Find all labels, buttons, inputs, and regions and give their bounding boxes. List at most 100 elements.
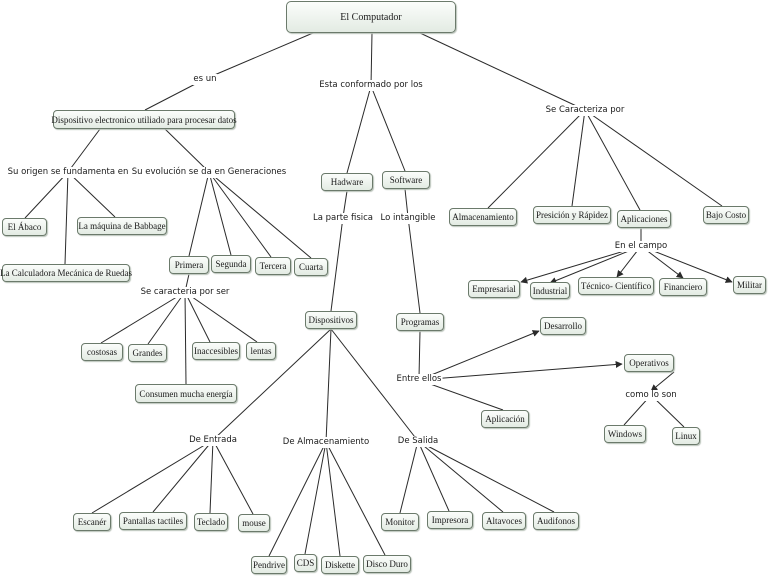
node-inaccesibles[interactable]: Inaccesibles [192, 342, 240, 360]
label-es-un: es un [192, 74, 218, 85]
label-entre-ellos: Entre ellos [395, 374, 443, 385]
node-diskette[interactable]: Diskette [321, 556, 359, 574]
label-se-caracteriza: Se Caracteriza por [544, 105, 626, 116]
connector-line-25 [418, 330, 421, 379]
connector-line-37 [268, 441, 327, 557]
connector-line-0 [204, 29, 321, 80]
connector-line-41 [330, 328, 419, 442]
label-de-almacenamiento: De Almacenamiento [281, 437, 371, 448]
connector-line-23 [404, 188, 409, 218]
node-audifonos[interactable]: Audifonos [533, 512, 579, 530]
connector-line-8 [67, 171, 116, 218]
connector-line-31 [212, 328, 332, 441]
connector-line-5 [419, 32, 586, 111]
label-intangible: Lo intangible [379, 213, 437, 224]
node-mouse[interactable]: mouse [238, 514, 270, 532]
arrow-line-0 [418, 330, 540, 381]
connector-line-39 [325, 441, 341, 557]
node-primera[interactable]: Primera [169, 256, 209, 274]
connector-line-33 [152, 439, 214, 513]
connector-line-9 [64, 171, 69, 265]
node-aplicaciones[interactable]: Aplicaciones [617, 210, 671, 228]
node-hardware[interactable]: Hadware [321, 173, 373, 191]
node-presicion-rapidez[interactable]: Presición y Rápidez [533, 206, 611, 224]
label-conformado-por: Esta conformado por los [318, 80, 424, 91]
connector-line-42 [399, 440, 419, 514]
node-el-abaco[interactable]: El Ábaco [2, 218, 47, 236]
node-costosas[interactable]: costosas [81, 343, 123, 361]
node-calculadora-mecanica[interactable]: La Calculadora Mecánica de Ruedas [0, 264, 132, 282]
connector-line-46 [418, 379, 504, 411]
node-tecnico-cientifico[interactable]: Técnico- Científico [578, 277, 654, 295]
node-empresarial[interactable]: Empresarial [468, 280, 520, 298]
node-windows[interactable]: Windows [604, 425, 646, 443]
node-monitor[interactable]: Monitor [381, 513, 419, 531]
connector-line-28 [584, 109, 641, 211]
node-financiero[interactable]: Financiero [659, 278, 707, 296]
connector-line-11 [188, 171, 210, 257]
node-maquina-babbage[interactable]: La máquina de Babbage [77, 217, 167, 235]
node-teclado[interactable]: Teclado [194, 513, 228, 531]
node-tercera[interactable]: Tercera [255, 257, 291, 275]
node-industrial[interactable]: Industrial [530, 282, 570, 299]
connector-line-12 [208, 171, 232, 256]
connector-line-38 [304, 441, 327, 555]
arrow-line-4 [549, 245, 642, 284]
arrow-line-3 [520, 245, 642, 284]
connector-line-36 [325, 328, 332, 443]
connector-line-22 [330, 216, 344, 312]
connector-line-45 [417, 440, 555, 513]
node-operativos[interactable]: Operativos [624, 354, 674, 372]
node-disco-duro[interactable]: Disco Duro [363, 555, 411, 573]
node-dispositivos[interactable]: Dispositivos [305, 311, 357, 329]
connector-line-18 [184, 291, 211, 343]
connector-line-40 [325, 441, 386, 556]
node-cuarta[interactable]: Cuarta [294, 258, 328, 276]
arrow-line-2 [650, 371, 675, 392]
node-altavoces[interactable]: Altavoces [482, 512, 526, 530]
connector-line-10 [164, 128, 210, 173]
node-aplicacion[interactable]: Aplicación [481, 410, 529, 428]
node-dispositivo-electronico[interactable]: Dispositivo electronico utiliado para pr… [51, 110, 237, 129]
connector-line-32 [91, 439, 214, 514]
connector-line-24 [407, 216, 421, 314]
node-desarrollo[interactable]: Desarrollo [540, 317, 586, 335]
label-de-entrada: De Entrada [188, 435, 238, 446]
connector-line-4 [370, 85, 406, 172]
node-pendrive[interactable]: Pendrive [251, 556, 287, 574]
node-consumen-energia[interactable]: Consumen mucha energía [135, 384, 237, 403]
connector-line-13 [208, 171, 272, 258]
arrow-line-1 [418, 361, 623, 381]
label-origen: Su origen se fundamenta en [6, 167, 130, 178]
node-bajo-costo[interactable]: Bajo Costo [703, 206, 749, 224]
connector-line-14 [208, 171, 312, 259]
node-grandes[interactable]: Grandes [128, 344, 167, 362]
node-programas[interactable]: Programas [396, 313, 444, 331]
connector-line-16 [100, 291, 186, 344]
connector-line-34 [209, 439, 214, 514]
connector-line-43 [417, 440, 450, 512]
connector-line-27 [571, 109, 586, 207]
connector-line-19 [184, 291, 258, 343]
node-militar[interactable]: Militar [733, 276, 766, 294]
node-pantallas-tactiles[interactable]: Pantallas tactiles [119, 512, 187, 530]
arrow-line-7 [640, 245, 733, 283]
node-software[interactable]: Software [382, 171, 430, 189]
node-cds[interactable]: CDS [294, 554, 317, 572]
connector-line-3 [346, 85, 372, 174]
connector-line-6 [67, 128, 101, 173]
node-linux[interactable]: Linux [672, 427, 700, 445]
label-parte-fisica: La parte fisica [311, 213, 375, 224]
node-el-computador[interactable]: El Computador [286, 1, 456, 33]
node-almacenamiento[interactable]: Almacenamiento [449, 208, 517, 226]
node-impresora[interactable]: Impresora [427, 511, 473, 529]
connector-line-35 [212, 439, 254, 515]
node-lentas[interactable]: lentas [246, 342, 276, 360]
label-de-salida: De Salida [396, 436, 440, 447]
node-segunda[interactable]: Segunda [211, 255, 251, 273]
label-como-lo-son: como lo son [624, 390, 678, 401]
node-escaner[interactable]: Escanér [73, 513, 111, 531]
connector-line-17 [147, 291, 186, 345]
